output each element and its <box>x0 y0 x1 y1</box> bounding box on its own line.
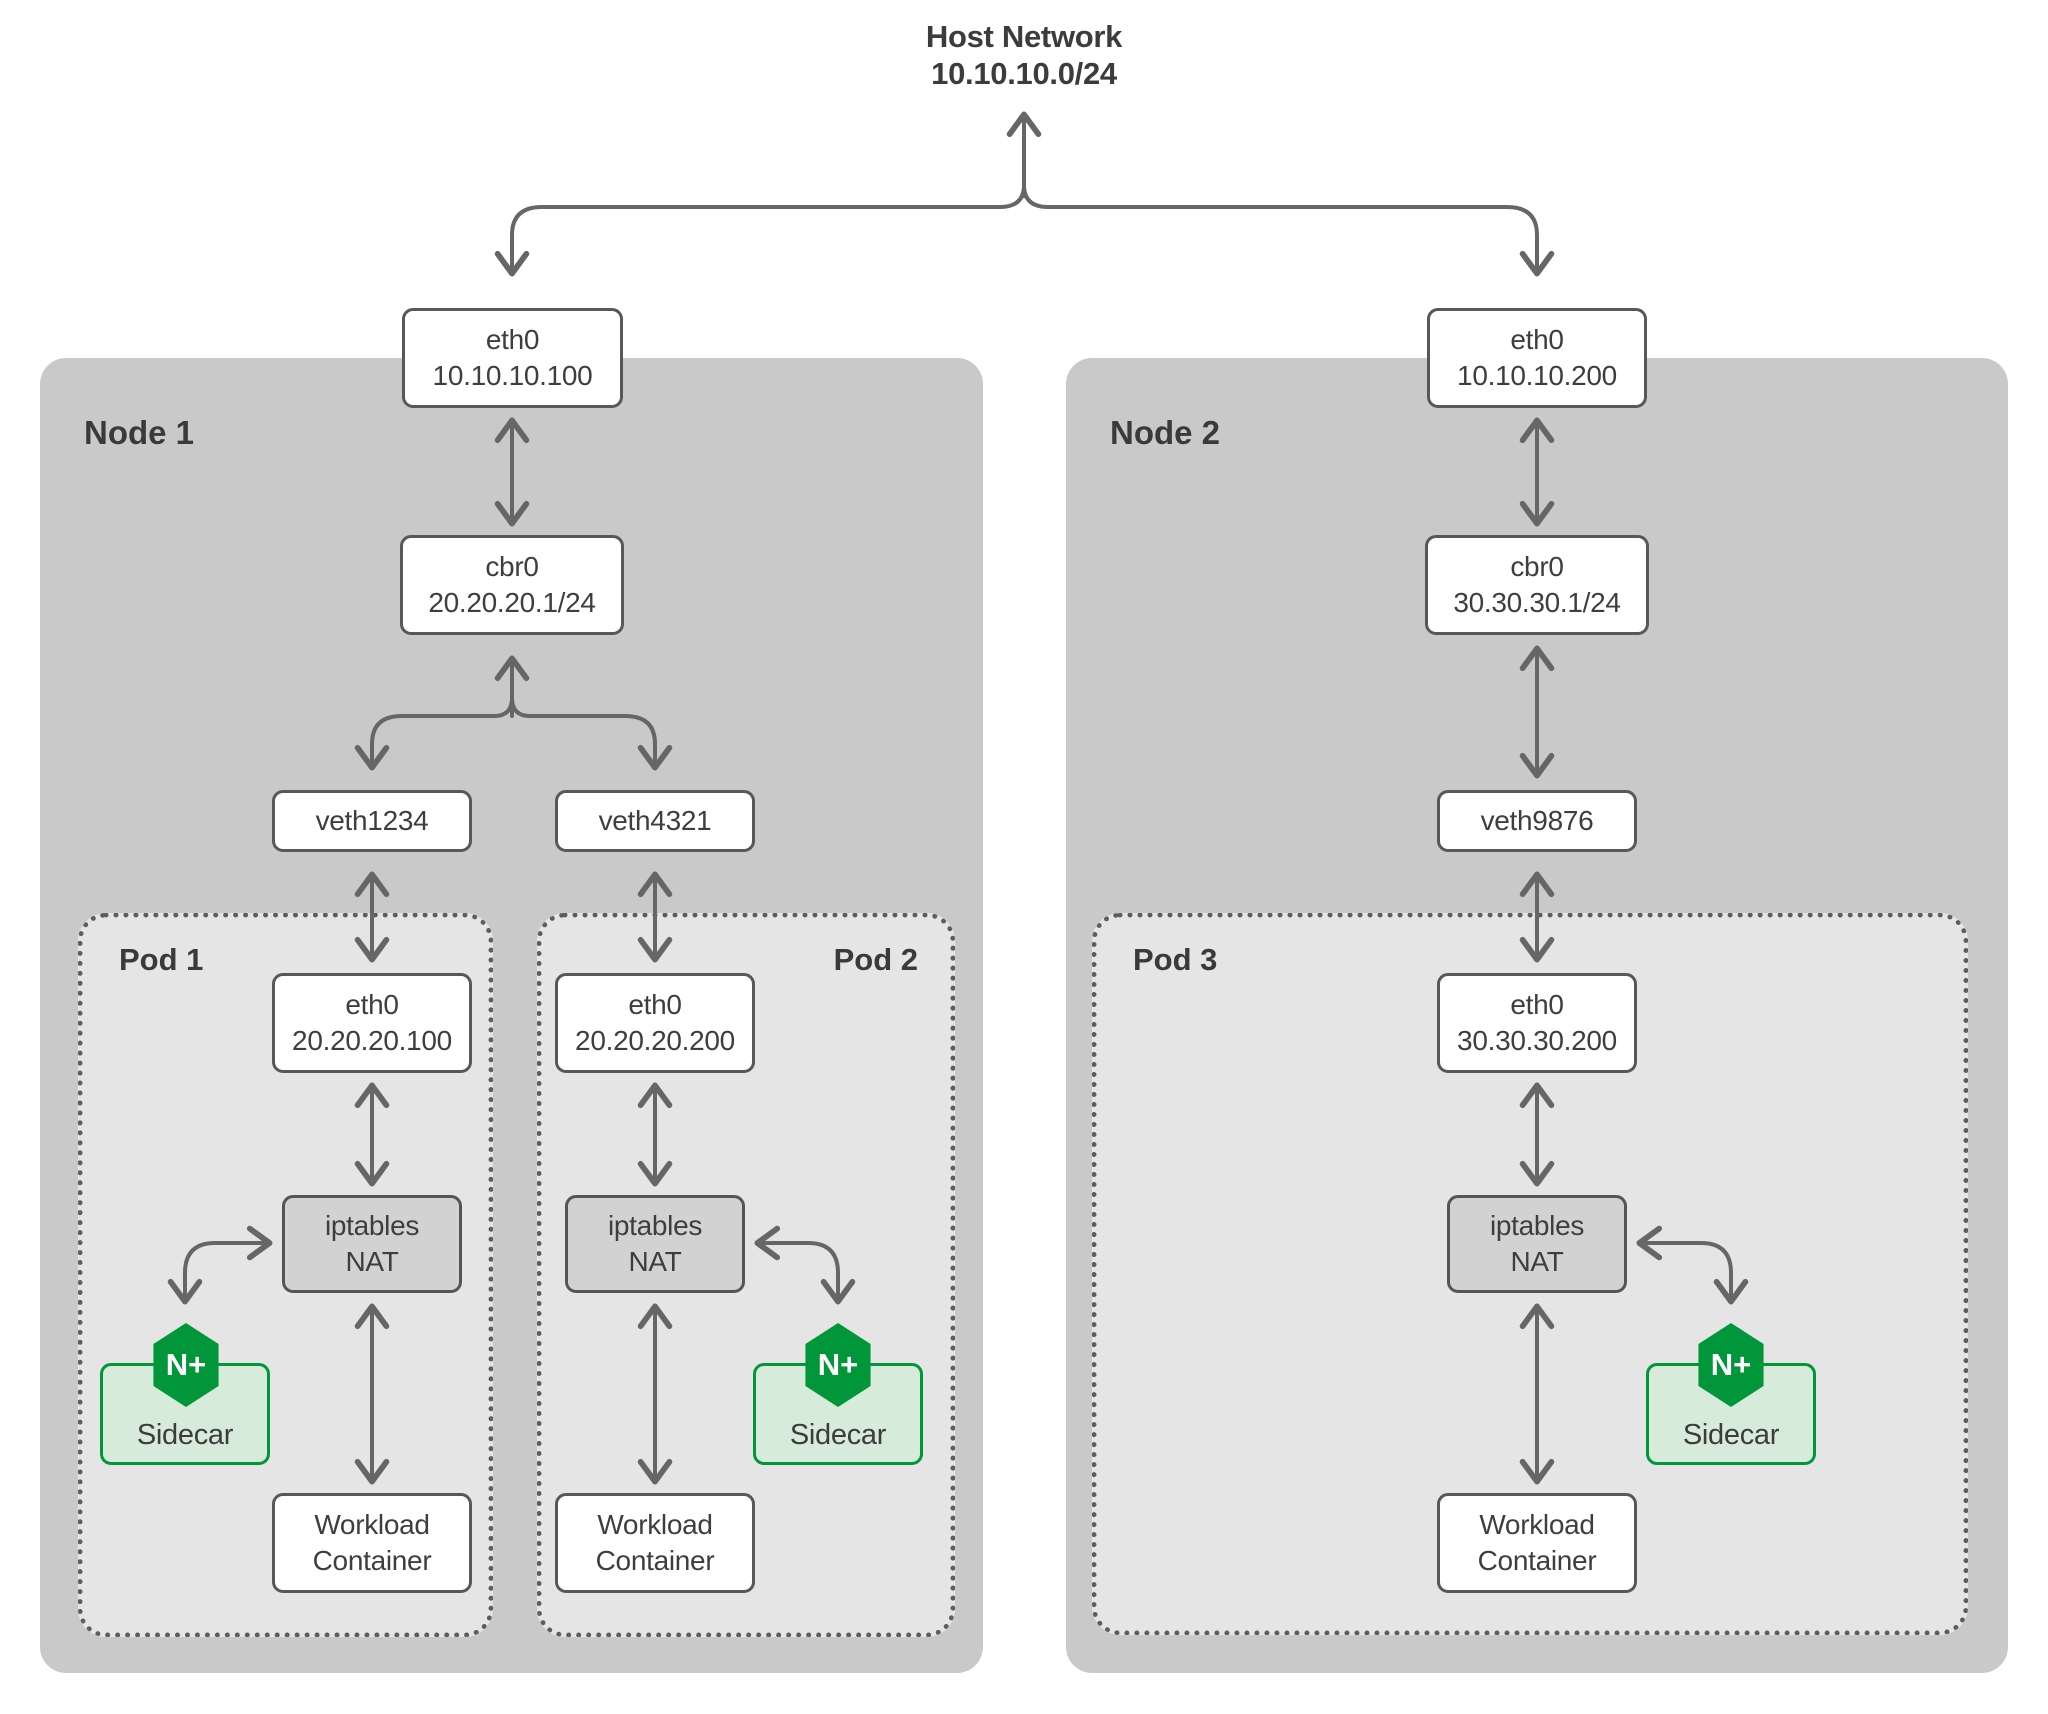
pod2-sidecar-label: Sidecar <box>789 1419 887 1451</box>
pod2-eth0-box: eth0 20.20.20.200 <box>555 973 755 1073</box>
pod3-nat-line2: NAT <box>1510 1246 1564 1277</box>
pod1-nat-line1: iptables <box>324 1210 420 1241</box>
node1-label: Node 1 <box>84 414 195 451</box>
node2-eth0-ip: 10.10.10.200 <box>1457 360 1617 391</box>
veth1234-label: veth1234 <box>315 805 429 836</box>
nginx-plus-icon: N+ <box>1698 1323 1764 1407</box>
node1-eth0-name: eth0 <box>485 324 540 355</box>
host-network-name: Host Network <box>925 19 1123 54</box>
veth9876-label: veth9876 <box>1480 805 1594 836</box>
veth4321-box: veth4321 <box>555 790 755 852</box>
pod2-workload-container-box: Workload Container <box>555 1493 755 1593</box>
pod2-eth0-name: eth0 <box>628 989 682 1020</box>
pod3-workload-container-box: Workload Container <box>1437 1493 1637 1593</box>
pod3-eth0-box: eth0 30.30.30.200 <box>1437 973 1637 1073</box>
pod2-nat-line1: iptables <box>607 1210 703 1241</box>
pod3-eth0-name: eth0 <box>1510 989 1564 1020</box>
pod3-iptables-nat-box: iptables NAT <box>1447 1195 1627 1293</box>
pod3-workload-line2: Container <box>1477 1545 1597 1576</box>
veth4321-label: veth4321 <box>598 805 712 836</box>
nginx-plus-icon: N+ <box>805 1323 871 1407</box>
pod1-nginx-plus-badge: N+ <box>165 1347 207 1382</box>
pod3-workload-line1: Workload <box>1479 1509 1595 1540</box>
pod2-nginx-plus-badge: N+ <box>817 1347 859 1382</box>
pod1-eth0-box: eth0 20.20.20.100 <box>272 973 472 1073</box>
node2-eth0-box: eth0 10.10.10.200 <box>1427 308 1647 408</box>
pod1-eth0-name: eth0 <box>345 989 399 1020</box>
pod1-eth0-ip: 20.20.20.100 <box>292 1025 452 1056</box>
veth9876-box: veth9876 <box>1437 790 1637 852</box>
node1-cbr0-box: cbr0 20.20.20.1/24 <box>400 535 624 635</box>
pod2-sidecar-box: Sidecar <box>753 1363 923 1465</box>
pod2-workload-line1: Workload <box>597 1509 713 1540</box>
pod3-eth0-ip: 30.30.30.200 <box>1457 1025 1617 1056</box>
veth1234-box: veth1234 <box>272 790 472 852</box>
node1-eth0-box: eth0 10.10.10.100 <box>402 308 623 408</box>
pod3-sidecar-label: Sidecar <box>1682 1419 1780 1451</box>
node1-eth0-ip: 10.10.10.100 <box>432 360 593 391</box>
pod2-workload-line2: Container <box>595 1545 715 1576</box>
pod1-nat-line2: NAT <box>345 1246 399 1277</box>
pod1-workload-line1: Workload <box>314 1509 430 1540</box>
pod2-nat-line2: NAT <box>628 1246 682 1277</box>
pod1-workload-line2: Container <box>312 1545 432 1576</box>
pod1-iptables-nat-box: iptables NAT <box>282 1195 462 1293</box>
pod3-label: Pod 3 <box>1133 942 1218 977</box>
pod2-eth0-ip: 20.20.20.200 <box>575 1025 735 1056</box>
node2-cbr0-ip: 30.30.30.1/24 <box>1453 587 1621 618</box>
node2-label: Node 2 <box>1110 414 1221 451</box>
pod3-nat-line1: iptables <box>1489 1210 1585 1241</box>
pod1-workload-container-box: Workload Container <box>272 1493 472 1593</box>
node1-cbr0-name: cbr0 <box>485 551 539 582</box>
arrow-host-to-node2-eth0 <box>1022 183 1555 277</box>
pod1-sidecar-label: Sidecar <box>136 1419 234 1451</box>
node2-eth0-name: eth0 <box>1510 324 1564 355</box>
host-network-title: Host Network 10.10.10.0/24 <box>774 18 1274 92</box>
pod1-label: Pod 1 <box>119 942 204 977</box>
pod3-nginx-plus-badge: N+ <box>1710 1347 1752 1382</box>
host-network-cidr: 10.10.10.0/24 <box>931 56 1117 91</box>
nginx-plus-icon: N+ <box>153 1323 219 1407</box>
node2-cbr0-name: cbr0 <box>1510 551 1564 582</box>
pod2-iptables-nat-box: iptables NAT <box>565 1195 745 1293</box>
arrow-host-to-node1-eth0 <box>494 183 1026 277</box>
node2-cbr0-box: cbr0 30.30.30.1/24 <box>1425 535 1649 635</box>
pod2-label: Pod 2 <box>833 942 918 977</box>
node1-cbr0-ip: 20.20.20.1/24 <box>428 587 596 618</box>
